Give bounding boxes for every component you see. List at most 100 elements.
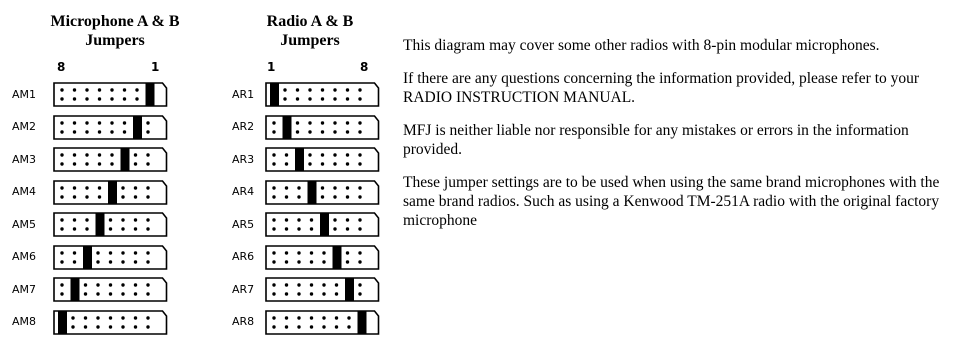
pin-dot bbox=[146, 120, 150, 125]
pin-dot bbox=[108, 218, 113, 222]
pin-dot bbox=[320, 194, 325, 199]
pin-dot bbox=[133, 292, 138, 296]
pin-dot bbox=[110, 162, 114, 166]
pin-dot bbox=[96, 250, 100, 255]
pin-dot bbox=[283, 88, 287, 92]
jumper-bar bbox=[282, 115, 292, 139]
pin-dot bbox=[284, 315, 289, 320]
pin-dot bbox=[60, 227, 64, 231]
pin-dot bbox=[60, 292, 64, 296]
pin-dot bbox=[358, 97, 362, 101]
pin-dot bbox=[272, 315, 276, 320]
row-label: AR8 bbox=[232, 315, 255, 328]
pin-dot bbox=[272, 283, 276, 287]
pin-dot bbox=[121, 250, 125, 255]
pin-dot bbox=[97, 97, 102, 101]
pin-dot bbox=[146, 292, 150, 296]
pin-dot bbox=[283, 97, 287, 101]
pin-dot bbox=[108, 292, 113, 296]
note-paragraph: This diagram may cover some other radios… bbox=[403, 37, 880, 54]
pin-dot bbox=[272, 185, 276, 190]
pin-dot bbox=[297, 315, 301, 320]
jumper-block bbox=[265, 212, 380, 237]
pin-dot bbox=[108, 315, 113, 320]
pin-dot bbox=[347, 324, 351, 329]
radio-pin-right-label: 8 bbox=[360, 60, 369, 74]
pin-dot bbox=[110, 120, 114, 125]
jumper-outline bbox=[53, 82, 168, 107]
jumper-block bbox=[53, 147, 168, 172]
pin-dot bbox=[333, 120, 337, 125]
pin-dot bbox=[72, 129, 77, 134]
pin-dot bbox=[345, 259, 350, 264]
pin-dot bbox=[133, 324, 138, 329]
jumper-block bbox=[53, 179, 168, 205]
pin-dot bbox=[284, 162, 289, 166]
jumper-bar bbox=[95, 213, 105, 236]
pin-dot bbox=[272, 259, 276, 264]
pin-dot bbox=[358, 218, 362, 222]
pin-dot bbox=[146, 153, 150, 157]
pin-dot bbox=[345, 218, 350, 222]
pin-dot bbox=[146, 194, 150, 199]
pin-dot bbox=[146, 324, 150, 329]
jumper-bar bbox=[70, 278, 80, 301]
pin-dot bbox=[96, 292, 100, 296]
pin-dot bbox=[60, 218, 64, 222]
pin-dot bbox=[121, 259, 125, 264]
jumper-outline bbox=[53, 244, 168, 270]
pin-dot bbox=[284, 153, 289, 157]
pin-dot bbox=[97, 194, 102, 199]
pin-dot bbox=[272, 218, 276, 222]
row-label: AR1 bbox=[232, 87, 255, 101]
pin-dot bbox=[133, 194, 138, 199]
row-label: AM4 bbox=[12, 185, 37, 198]
pin-dot bbox=[108, 259, 113, 264]
pin-dot bbox=[85, 120, 89, 125]
note-paragraph: If there are any questions concerning th… bbox=[403, 70, 920, 106]
pin-dot bbox=[146, 259, 150, 264]
pin-dot bbox=[60, 162, 64, 166]
pin-dot bbox=[96, 315, 100, 320]
pin-dot bbox=[333, 97, 337, 101]
radio-title-line2: Jumpers bbox=[280, 32, 340, 49]
row-label: AM2 bbox=[12, 120, 37, 133]
note-paragraph: These jumper settings are to be used whe… bbox=[403, 174, 940, 229]
pin-dot bbox=[345, 120, 350, 125]
pin-dot bbox=[345, 194, 350, 199]
pin-dot bbox=[297, 283, 301, 287]
pin-dot bbox=[358, 283, 362, 287]
pin-dot bbox=[345, 97, 350, 101]
pin-dot bbox=[272, 227, 276, 231]
pin-dot bbox=[320, 153, 325, 157]
pin-dot bbox=[345, 162, 350, 166]
pin-dot bbox=[308, 88, 312, 92]
pin-dot bbox=[85, 162, 89, 166]
pin-dot bbox=[108, 283, 113, 287]
pin-dot bbox=[85, 88, 89, 92]
pin-dot bbox=[345, 129, 350, 134]
pin-dot bbox=[322, 315, 326, 320]
pin-dot bbox=[345, 185, 350, 190]
row-label: AR6 bbox=[232, 250, 255, 263]
pin-dot bbox=[297, 250, 301, 255]
pin-dot bbox=[272, 292, 276, 296]
pin-dot bbox=[308, 120, 312, 125]
pin-dot bbox=[320, 185, 325, 190]
pin-dot bbox=[284, 283, 289, 287]
pin-dot bbox=[97, 162, 102, 166]
pin-dot bbox=[60, 129, 64, 134]
row-label: AR3 bbox=[232, 152, 255, 166]
pin-dot bbox=[60, 97, 64, 101]
mic-pin-left-label: 8 bbox=[57, 60, 66, 74]
pin-dot bbox=[358, 292, 362, 296]
pin-dot bbox=[284, 194, 289, 199]
pin-dot bbox=[333, 194, 337, 199]
pin-dot bbox=[72, 88, 77, 92]
mic-title-line2: Jumpers bbox=[85, 32, 145, 49]
pin-dot bbox=[121, 292, 125, 296]
pin-dot bbox=[333, 162, 337, 166]
pin-dot bbox=[272, 162, 276, 166]
row-label: AR5 bbox=[232, 217, 255, 231]
row-label: AR2 bbox=[232, 120, 255, 133]
